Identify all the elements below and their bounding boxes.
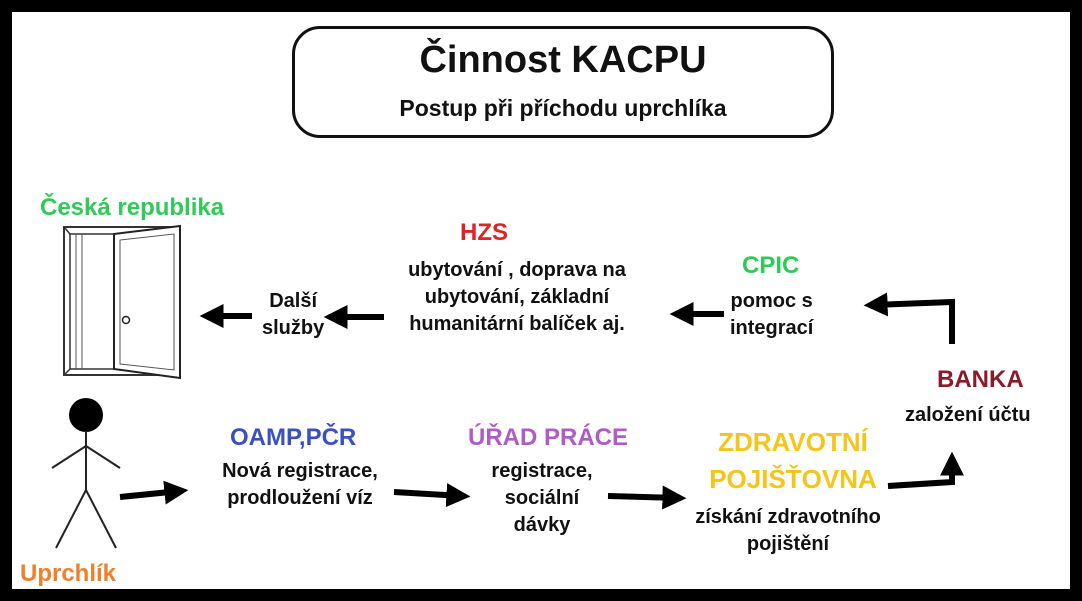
arrow-oamp-to-urad (393, 483, 471, 508)
oamp-label: OAMP,PČR (230, 424, 357, 451)
cpic-label: CPIC (742, 252, 800, 279)
banka-label: BANKA (937, 366, 1024, 393)
zdravotni-label: ZDRAVOTNÍ POJIŠŤOVNA (709, 427, 877, 494)
arrow-uprchlik-to-oamp (119, 480, 189, 505)
diagram-canvas: Činnost KACPU Postup při příchodu uprchl… (12, 12, 1070, 589)
arrow-urad-to-zdravotni (607, 485, 687, 510)
dalsi-sluzby-text: Další služby (262, 290, 325, 340)
oamp-text: Nová registrace, prodloužení víz (222, 460, 378, 510)
zdravotni-text: získání zdravotního pojištění (695, 506, 881, 556)
arrow-banka-to-cpic (863, 292, 955, 344)
title-box: Činnost KACPU Postup při příchodu uprchl… (292, 26, 834, 138)
door-icon (63, 224, 181, 380)
page-title: Činnost KACPU (419, 39, 707, 81)
arrow-zdravotni-to-banka (887, 451, 964, 489)
ceska-republika-label: Česká republika (40, 194, 225, 221)
hzs-label: HZS (460, 219, 508, 246)
urad-prace-text: registrace, sociální dávky (491, 460, 593, 537)
flow-arrows (119, 292, 964, 510)
uprchlik-label: Uprchlík (20, 560, 117, 587)
stick-figure-icon (51, 398, 121, 549)
page-subtitle: Postup při příchodu uprchlíka (399, 95, 727, 121)
cpic-text: pomoc s integrací (730, 290, 814, 340)
banka-text: založení účtu (905, 404, 1031, 426)
hzs-text: ubytování , doprava na ubytování, základ… (408, 259, 626, 336)
urad-prace-label: ÚŘAD PRÁCE (468, 424, 629, 451)
